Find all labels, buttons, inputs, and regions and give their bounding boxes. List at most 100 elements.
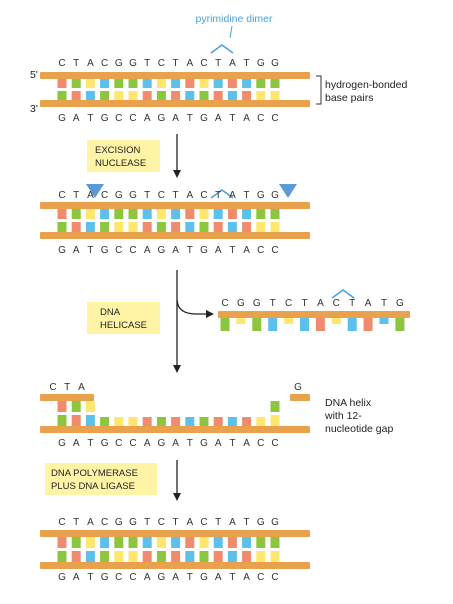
sequence-letter: G (200, 438, 208, 449)
base-top (85, 209, 95, 219)
sequence-letter: C (200, 58, 207, 69)
base-bottom (199, 417, 209, 426)
sequence-letter: G (396, 298, 404, 309)
base-bottom (156, 91, 166, 100)
sequence-letter: C (115, 245, 122, 256)
base-bottom (57, 222, 67, 232)
base-top (142, 79, 152, 88)
base-bottom (213, 417, 223, 426)
dimer-bracket-2 (210, 189, 234, 199)
sequence-letter: T (215, 517, 221, 528)
step-helicase: DNA HELICASE (87, 270, 214, 373)
base-top (256, 209, 266, 219)
base-bottom (270, 551, 280, 562)
base-bottom (185, 91, 195, 100)
sequence-letter: T (215, 58, 221, 69)
base-bottom (142, 417, 152, 426)
base-bottom (114, 551, 124, 562)
sequence-letter: C (271, 438, 278, 449)
base-top (128, 79, 138, 88)
base-bottom (256, 417, 266, 426)
base-top (185, 79, 195, 88)
base-top (114, 537, 124, 548)
base-top (256, 79, 266, 88)
sequence-letter: T (229, 438, 235, 449)
sequence-letter: A (73, 572, 80, 583)
base-bottom (100, 91, 110, 100)
base-top (100, 209, 110, 219)
sequence-letter: G (58, 245, 66, 256)
excision-nuclease-box (87, 140, 160, 172)
arrow-branch-head (206, 310, 214, 318)
sequence-letter: A (144, 572, 151, 583)
remaining-right-sequence: G (294, 382, 302, 393)
helicase-label-2: HELICASE (100, 320, 147, 331)
sequence-letter: A (78, 382, 85, 393)
sequence-letter: T (144, 517, 150, 528)
sequence-letter: T (144, 190, 150, 201)
base-top (270, 79, 280, 88)
base-top (57, 79, 67, 88)
sequence-letter: T (144, 58, 150, 69)
gap-label-1: DNA helix (325, 397, 372, 409)
sequence-letter: C (58, 517, 65, 528)
base-bottom (256, 551, 266, 562)
base-bottom (185, 417, 195, 426)
base-bottom (114, 222, 124, 232)
sequence-letter: G (158, 438, 166, 449)
sequence-letter: G (257, 58, 265, 69)
base-bottom (100, 417, 110, 426)
base-bottom (114, 417, 124, 426)
sequence-letter: G (115, 517, 123, 528)
base-bottom (57, 91, 67, 100)
sequence-letter: G (200, 572, 208, 583)
step-excision: EXCISION NUCLEASE (87, 134, 181, 178)
sequence-letter: C (257, 438, 264, 449)
base-top (71, 209, 81, 219)
sequence-letter: C (271, 113, 278, 124)
dimer-bracket (210, 44, 234, 54)
sequence-letter: G (58, 572, 66, 583)
base-top (57, 401, 67, 412)
sequence-letter: T (87, 438, 93, 449)
sequence-letter: C (158, 517, 165, 528)
base-top (199, 79, 209, 88)
sequence-letter: C (101, 517, 108, 528)
sequence-letter: A (172, 572, 179, 583)
helix-damaged (40, 72, 310, 107)
pyrimidine-dimer-pointer (229, 25, 233, 39)
base-top (171, 537, 181, 548)
base-bottom (242, 222, 252, 232)
arrow-1-head (173, 170, 181, 178)
base-top (213, 209, 223, 219)
backbone-top-left (40, 394, 94, 401)
fragment-backbone (218, 311, 410, 318)
fragment-base (220, 318, 230, 331)
sequence-letter: A (317, 298, 324, 309)
fragment-base (252, 318, 262, 331)
three-prime-label: 3' (30, 103, 38, 115)
sequence-letter: G (257, 517, 265, 528)
sequence-letter: A (144, 113, 151, 124)
helix-gapped (40, 394, 310, 433)
base-bottom (227, 551, 237, 562)
base-top (242, 537, 252, 548)
fragment-base (315, 318, 325, 331)
base-top (213, 79, 223, 88)
base-bottom (227, 222, 237, 232)
backbone-bottom (40, 100, 310, 107)
sequence-letter: A (87, 190, 94, 201)
sequence-letter: T (187, 113, 193, 124)
base-pairs-label: base pairs (325, 92, 373, 104)
sequence-letter: T (229, 113, 235, 124)
sequence-letter: A (215, 245, 222, 256)
sequence-letter: T (173, 58, 179, 69)
base-top (227, 79, 237, 88)
base-top (199, 537, 209, 548)
base-bottom (199, 551, 209, 562)
